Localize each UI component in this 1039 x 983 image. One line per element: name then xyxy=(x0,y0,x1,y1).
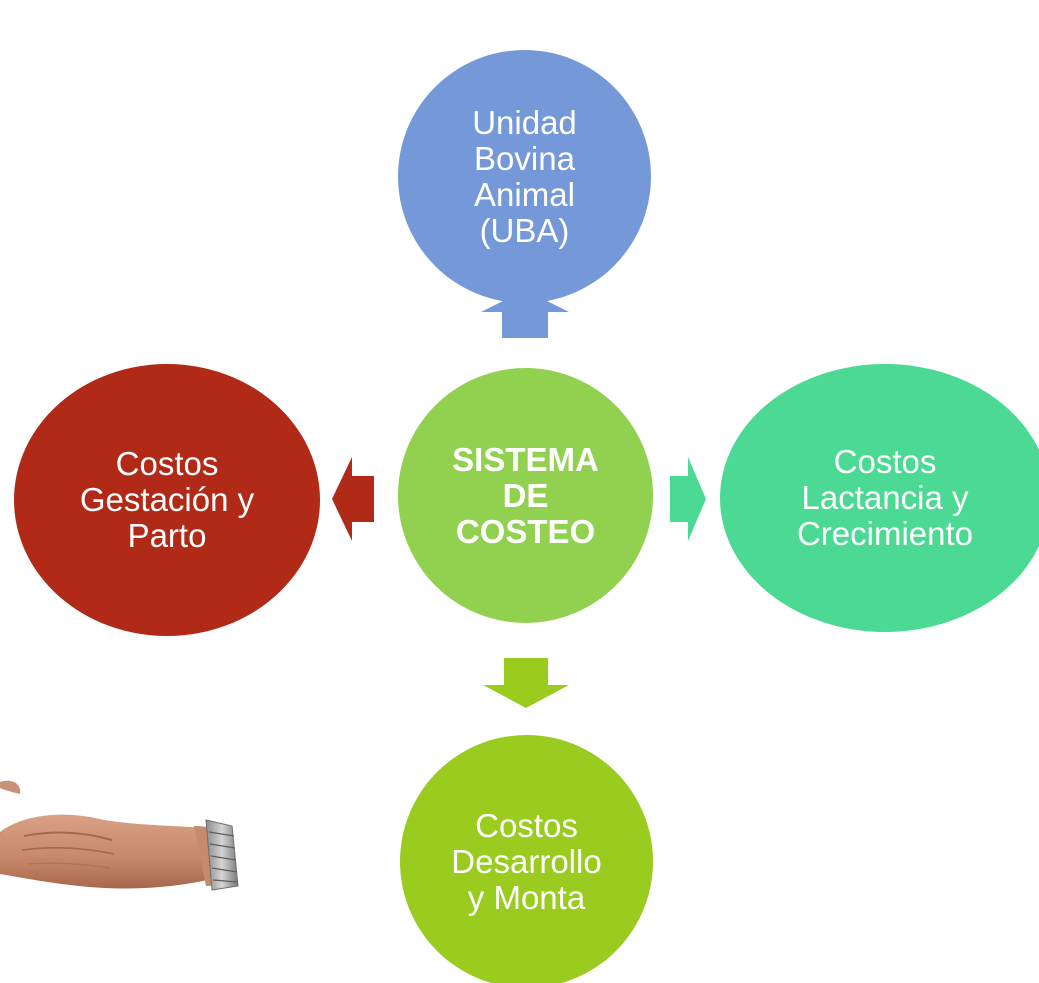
node-costos-gestacion-parto: Costos Gestación y Parto xyxy=(14,364,320,636)
node-center-label: SISTEMA DE COSTEO xyxy=(452,440,599,550)
arrow-right-icon xyxy=(670,457,706,541)
node-bottom-label: Costos Desarrollo y Monta xyxy=(451,806,602,916)
node-uba: Unidad Bovina Animal (UBA) xyxy=(398,50,651,303)
node-left-label: Costos Gestación y Parto xyxy=(79,445,255,554)
node-costos-desarrollo-monta: Costos Desarrollo y Monta xyxy=(400,735,653,983)
arrow-left-icon xyxy=(332,457,374,541)
arrow-up-icon xyxy=(481,290,569,338)
node-uba-label: Unidad Bovina Animal (UBA) xyxy=(472,103,577,249)
node-sistema-de-costeo: SISTEMA DE COSTEO xyxy=(398,368,653,623)
arrow-down-icon xyxy=(483,658,569,708)
node-right-label: Costos Lactancia y Crecimiento xyxy=(796,443,974,552)
hand-photo xyxy=(0,780,239,891)
node-costos-lactancia-crecimiento: Costos Lactancia y Crecimiento xyxy=(720,364,1039,632)
